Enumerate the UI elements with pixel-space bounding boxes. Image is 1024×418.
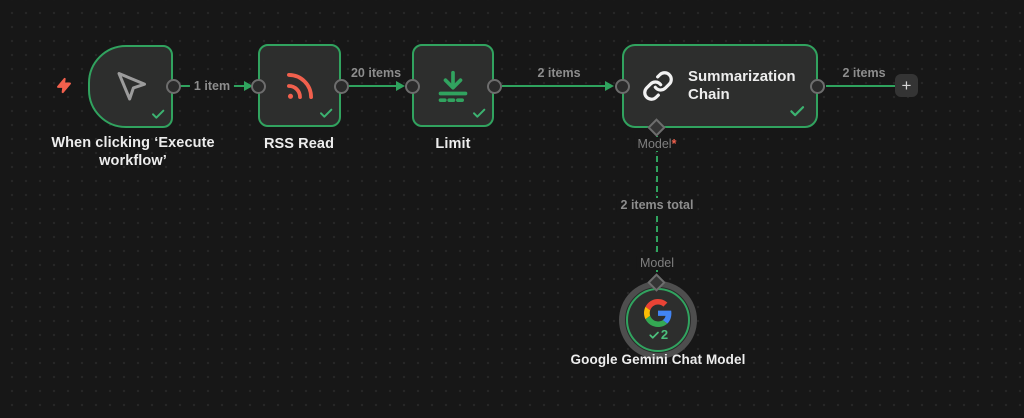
output-port-chain[interactable] [810,79,825,94]
input-port-limit[interactable] [405,79,420,94]
required-asterisk: * [671,137,677,151]
node-summarization-chain[interactable]: Summarization Chain [622,44,818,128]
node-google-gemini-chat-model[interactable]: 2 [619,281,697,359]
run-count: 2 [660,327,669,342]
connection-items-label: 2 items [537,66,581,80]
success-check-icon [649,331,659,339]
node-title-summarization-chain: Summarization Chain [688,67,796,103]
plus-icon: + [901,76,912,95]
run-count-badge: 2 [648,328,668,341]
connection-chain-output[interactable] [826,85,896,87]
connection-items-label: 2 items [842,66,886,80]
connection-rss-limit[interactable] [349,85,397,87]
node-label-limit: Limit [435,136,471,152]
input-port-rss[interactable] [251,79,266,94]
limit-icon [433,66,473,106]
node-label-gemini: Google Gemini Chat Model [570,352,746,367]
output-port-limit[interactable] [487,79,502,94]
success-check-icon [318,105,334,121]
google-logo-icon [644,299,672,327]
model-input-label: Model [636,256,678,270]
connection-items-total-label: 2 items total [616,198,698,212]
success-check-icon [788,102,806,120]
connection-items-label: 20 items [350,66,402,80]
success-check-icon [150,106,166,122]
connection-arrow [396,81,405,91]
output-port-rss[interactable] [334,79,349,94]
node-limit[interactable] [412,44,494,127]
input-port-chain[interactable] [615,79,630,94]
cursor-icon [113,69,149,105]
rss-icon [281,67,319,105]
connection-limit-chain[interactable] [502,85,606,87]
connection-items-label: 1 item [189,79,235,93]
connection-arrow [605,81,614,91]
node-rss-read[interactable] [258,44,341,127]
chain-link-icon [642,70,674,102]
connection-arrow [244,81,253,91]
model-port-label: Model* [634,137,680,151]
output-port-trigger[interactable] [166,79,181,94]
node-label-rss: RSS Read [263,136,335,152]
success-check-icon [471,105,487,121]
add-node-button[interactable]: + [895,74,918,97]
lightning-bolt-icon [56,76,72,95]
node-manual-trigger[interactable] [88,45,173,128]
node-label-trigger: When clicking ‘Execute workflow’ [51,135,215,170]
